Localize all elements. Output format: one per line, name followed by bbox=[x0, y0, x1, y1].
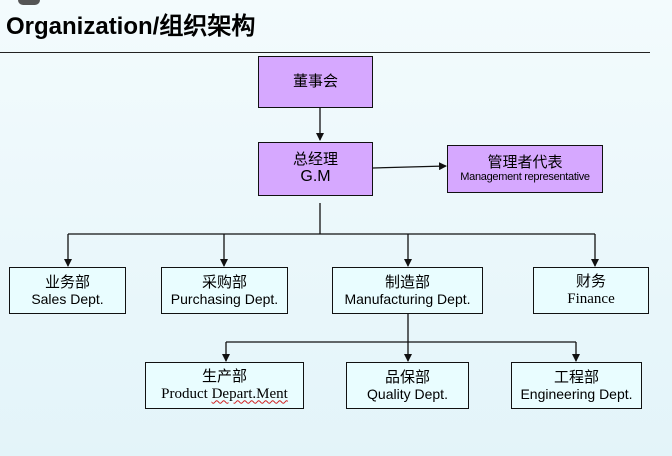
node-quality-en: Quality Dept. bbox=[367, 386, 448, 403]
node-engineering: 工程部 Engineering Dept. bbox=[511, 362, 642, 409]
node-purchasing-en: Purchasing Dept. bbox=[170, 291, 279, 308]
node-mgmt-rep-en: Management representative bbox=[460, 171, 590, 184]
node-product-en-a: Product bbox=[161, 385, 212, 402]
node-mgmt-rep-zh: 管理者代表 bbox=[487, 153, 563, 172]
node-mgmt-rep: 管理者代表 Management representative bbox=[447, 145, 603, 193]
node-manufacturing-en: Manufacturing Dept. bbox=[344, 291, 471, 308]
node-purchasing: 采购部 Purchasing Dept. bbox=[161, 267, 288, 314]
node-engineering-zh: 工程部 bbox=[553, 367, 599, 386]
logo-mark bbox=[18, 0, 40, 5]
node-engineering-en: Engineering Dept. bbox=[520, 386, 633, 403]
node-manufacturing-zh: 制造部 bbox=[384, 272, 430, 291]
node-sales: 业务部 Sales Dept. bbox=[9, 267, 126, 314]
title-divider bbox=[0, 52, 650, 53]
node-finance-zh: 财务 bbox=[575, 272, 606, 291]
node-gm-zh: 总经理 bbox=[292, 150, 338, 169]
node-sales-en: Sales Dept. bbox=[31, 291, 104, 308]
node-product-en: Product Depart.Ment bbox=[161, 386, 288, 403]
node-board: 董事会 bbox=[258, 56, 373, 108]
node-product: 生产部 Product Depart.Ment bbox=[145, 362, 304, 409]
node-board-zh: 董事会 bbox=[292, 72, 338, 91]
node-product-en-b: Depart.Ment bbox=[211, 385, 288, 402]
node-manufacturing: 制造部 Manufacturing Dept. bbox=[332, 267, 483, 314]
connector-gm-mgmt-rep bbox=[372, 162, 447, 171]
node-quality: 品保部 Quality Dept. bbox=[346, 362, 469, 409]
node-sales-zh: 业务部 bbox=[44, 272, 90, 291]
node-quality-zh: 品保部 bbox=[384, 367, 430, 386]
node-finance: 财务 Finance bbox=[533, 267, 649, 314]
node-gm-en: G.M bbox=[300, 168, 331, 186]
node-gm: 总经理 G.M bbox=[258, 142, 373, 196]
page-title: Organization/组织架构 bbox=[6, 13, 256, 40]
node-product-zh: 生产部 bbox=[201, 367, 247, 386]
node-finance-en: Finance bbox=[567, 290, 615, 307]
node-purchasing-zh: 采购部 bbox=[201, 272, 247, 291]
